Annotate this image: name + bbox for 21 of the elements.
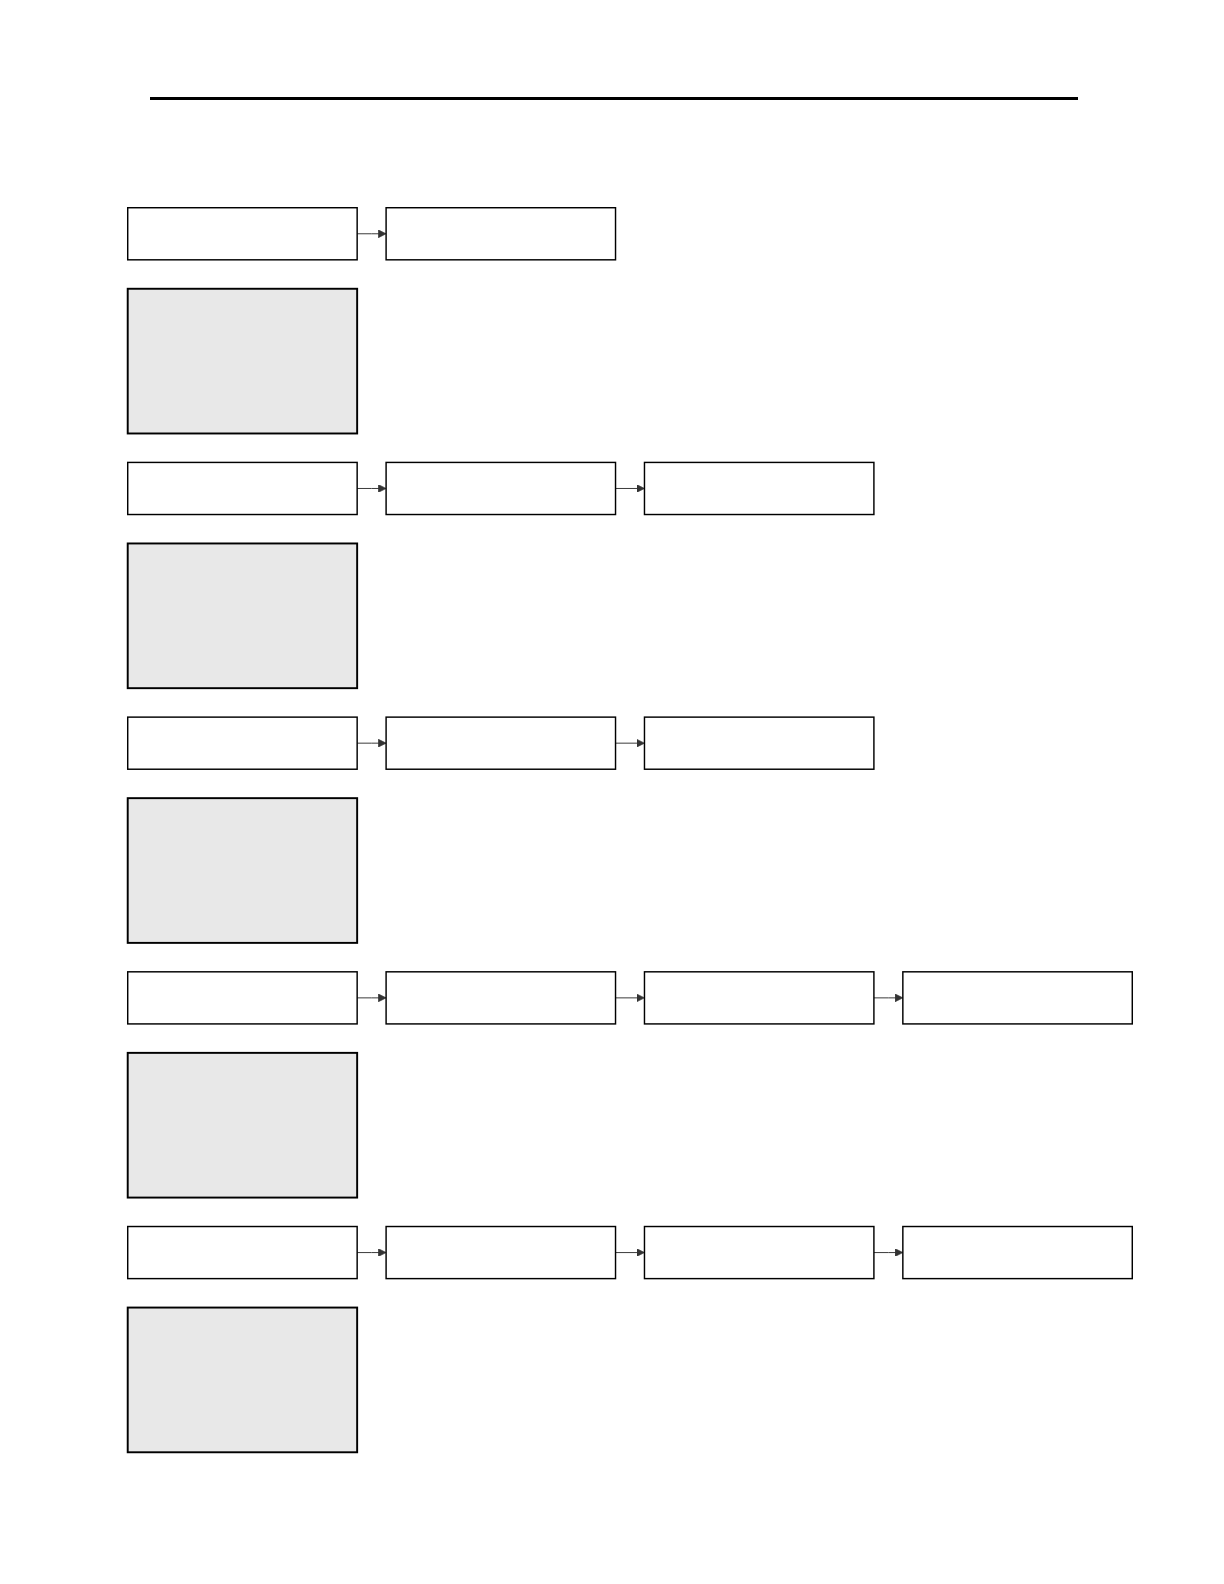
node-box — [126, 1051, 359, 1199]
node-box — [127, 971, 358, 1025]
node-box — [127, 207, 358, 261]
node-box — [643, 1225, 875, 1280]
node-box — [127, 1225, 358, 1280]
node-box — [643, 461, 875, 516]
node-box — [126, 287, 359, 435]
node-box — [126, 797, 359, 944]
node-box — [385, 971, 617, 1025]
node-box — [126, 542, 359, 690]
node-box — [643, 971, 875, 1025]
node-box — [126, 1306, 359, 1454]
node-box — [385, 461, 617, 516]
node-box — [385, 1225, 617, 1280]
node-box — [385, 716, 617, 770]
node-box — [385, 207, 617, 261]
node-box — [127, 716, 358, 770]
node-box — [643, 716, 875, 770]
node-box — [127, 461, 358, 516]
node-box — [902, 1225, 1133, 1280]
node-box — [902, 971, 1133, 1025]
